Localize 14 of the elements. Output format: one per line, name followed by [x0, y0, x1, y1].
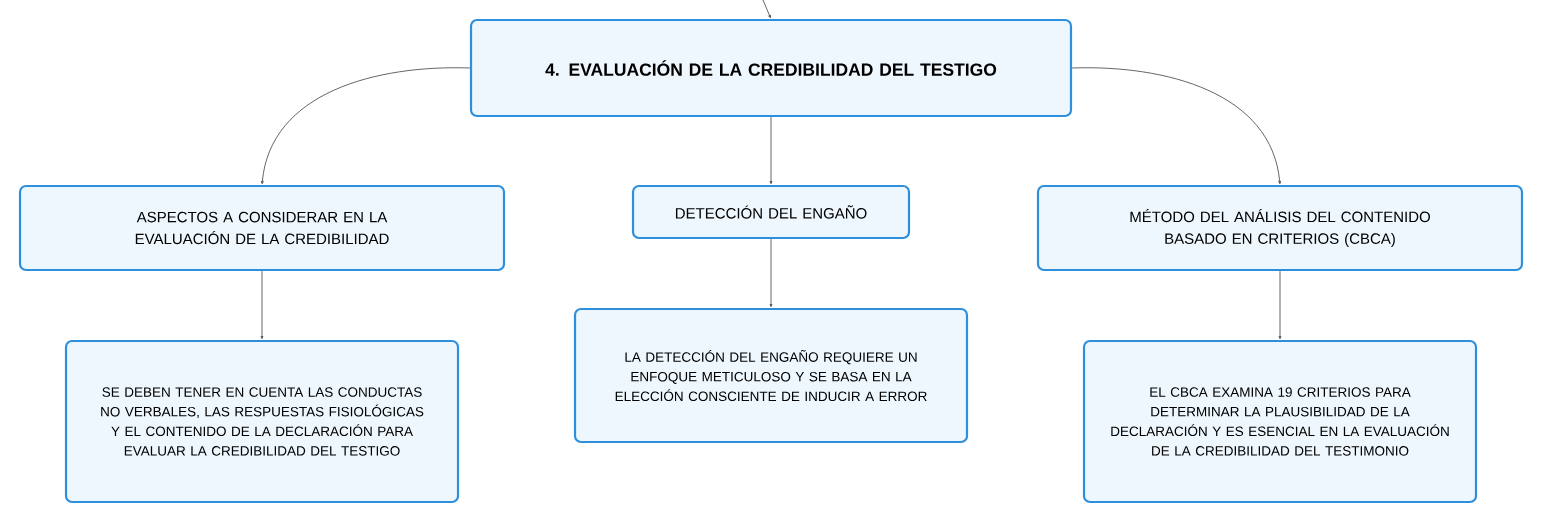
- topic-box: MÉTODO DEL ANÁLISIS DEL CONTENIDO BASADO EN CRITERIOS (CBCA): [1036, 184, 1524, 272]
- topic-box: ASPECTOS A CONSIDERAR EN LA EVALUACIÓN DE LA CREDIBILIDAD: [18, 184, 506, 272]
- arrow: [1278, 270, 1282, 340]
- detail-box: EL CBCA EXAMINA 19 CRITERIOS PARA DETERMINAR LA PLAUSIBILIDAD DE LA DECLARACIÓN Y ES ESENCIAL EN LA EVALUACIÓN DE LA CREDIBILIDAD DEL TESTIMONIO: [1082, 339, 1478, 504]
- arrow: [1071, 67, 1282, 185]
- topic-box: DETECCIÓN DEL ENGAÑO: [631, 184, 911, 240]
- title-box: 4. EVALUACIÓN DE LA CREDIBILIDAD DEL TESTIGO: [469, 18, 1073, 118]
- arrow: [769, 238, 773, 308]
- detail-box: LA DETECCIÓN DEL ENGAÑO REQUIERE UN ENFOQUE METICULOSO Y SE BASA EN LA ELECCIÓN CONSCIENTE DE INDUCIR A ERROR: [573, 307, 969, 444]
- arrow: [762, 0, 771, 19]
- arrow: [260, 270, 264, 340]
- detail-box: SE DEBEN TENER EN CUENTA LAS CONDUCTAS NO VERBALES, LAS RESPUESTAS FISIOLÓGICAS Y EL CONTENIDO DE LA DECLARACIÓN PARA EVALUAR LA CREDIBILIDAD DEL TESTIGO: [64, 339, 460, 504]
- arrow: [260, 67, 471, 185]
- arrow: [769, 116, 773, 185]
